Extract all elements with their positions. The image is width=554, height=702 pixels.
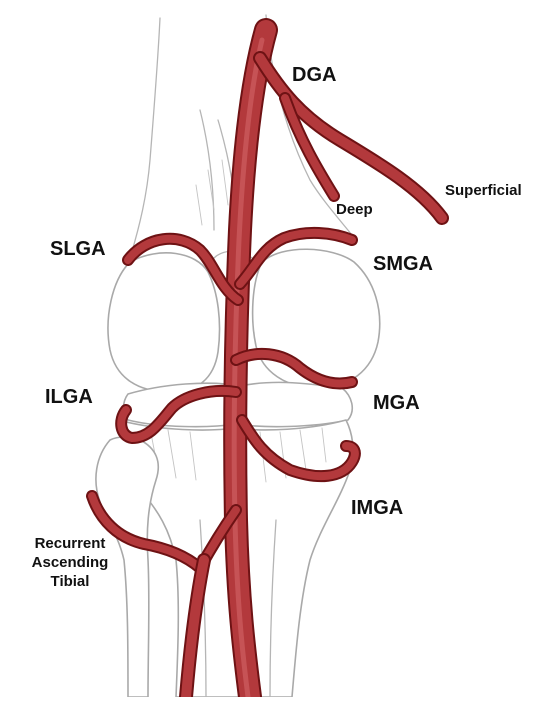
label-superficial: Superficial xyxy=(445,182,522,199)
label-deep: Deep xyxy=(336,201,373,218)
label-ilga: ILGA xyxy=(45,386,93,409)
medial-femoral-condyle xyxy=(253,249,380,388)
label-recurrent-line2: Ascending xyxy=(14,553,126,572)
label-slga: SLGA xyxy=(50,238,106,261)
label-imga: IMGA xyxy=(351,497,403,520)
label-smga: SMGA xyxy=(373,253,433,276)
descending-genicular-artery xyxy=(260,58,442,218)
label-recurrent-ascending-tibial: Recurrent Ascending Tibial xyxy=(14,534,126,591)
label-dga: DGA xyxy=(292,64,336,87)
label-recurrent-line3: Tibial xyxy=(14,572,126,591)
label-mga: MGA xyxy=(373,392,420,415)
label-recurrent-line1: Recurrent xyxy=(14,534,126,553)
lateral-femoral-condyle xyxy=(108,253,220,392)
